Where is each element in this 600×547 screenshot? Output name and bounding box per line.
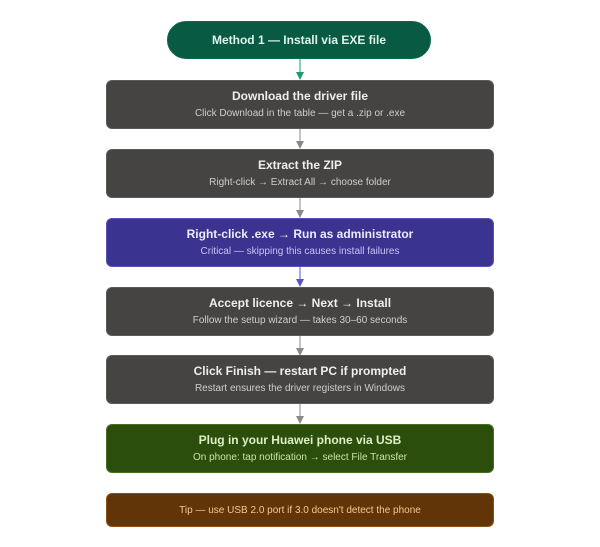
step-extract-zip: Extract the ZIP Right-click → Extract Al… [106,149,494,198]
step-title: Accept licence → Next → Install [208,296,392,310]
tip-note: Tip — use USB 2.0 port if 3.0 doesn't de… [106,493,494,527]
step-subtitle: Right-click → Extract All → choose folde… [209,177,391,188]
step-run-as-admin: Right-click .exe → Run as administrator … [106,218,494,267]
step-subtitle: Restart ensures the driver registers in … [194,383,406,394]
step-subtitle: Follow the setup wizard — takes 30–60 se… [192,315,408,326]
step-plug-in-phone: Plug in your Huawei phone via USB On pho… [106,424,494,473]
step-title: Download the driver file [231,89,369,103]
step-subtitle: Critical — skipping this causes install … [200,246,400,257]
start-node: Method 1 — Install via EXE file [167,21,431,59]
tip-note-label: Tip — use USB 2.0 port if 3.0 doesn't de… [179,504,421,516]
step-title: Right-click .exe → Run as administrator [186,227,414,241]
step-title: Extract the ZIP [257,158,343,172]
step-accept-licence: Accept licence → Next → Install Follow t… [106,287,494,336]
step-subtitle: On phone: tap notification → select File… [193,452,407,463]
step-click-finish: Click Finish — restart PC if prompted Re… [106,355,494,404]
step-download-driver: Download the driver file Click Download … [106,80,494,129]
step-subtitle: Click Download in the table — get a .zip… [194,108,406,119]
step-title: Click Finish — restart PC if prompted [193,364,407,378]
step-title: Plug in your Huawei phone via USB [198,433,402,447]
start-node-label: Method 1 — Install via EXE file [211,33,387,47]
